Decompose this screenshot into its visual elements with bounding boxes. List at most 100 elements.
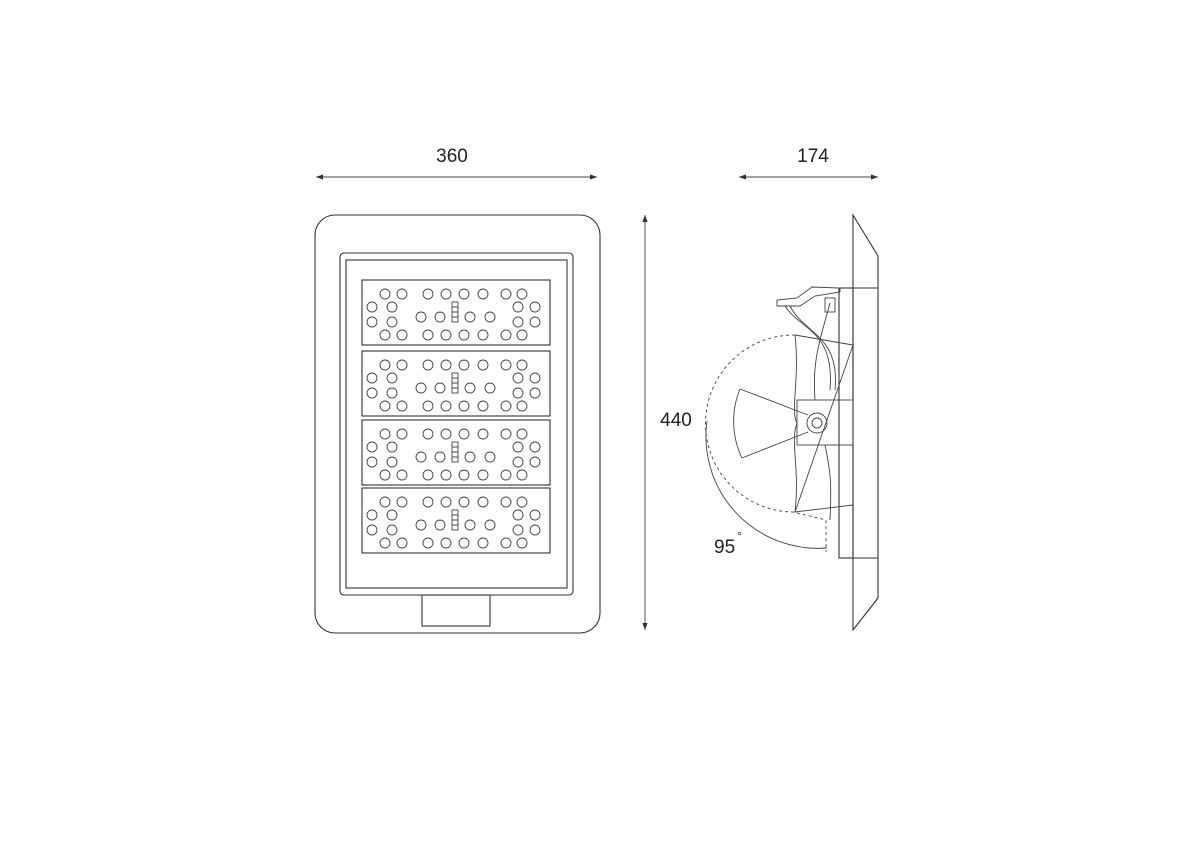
led-module bbox=[361, 350, 551, 417]
side-view: 95 ° bbox=[705, 213, 879, 632]
center-led-chip bbox=[451, 514, 459, 521]
led-lens bbox=[512, 387, 524, 399]
led-lens bbox=[415, 451, 427, 463]
led-lens bbox=[379, 537, 391, 549]
led-lens bbox=[386, 524, 398, 536]
led-lens bbox=[366, 524, 378, 536]
frame-outer bbox=[339, 252, 574, 596]
led-lens bbox=[415, 382, 427, 394]
led-lens bbox=[366, 301, 378, 313]
led-lens bbox=[529, 301, 541, 313]
led-lens bbox=[516, 288, 528, 300]
led-lens bbox=[440, 359, 452, 371]
led-lens bbox=[484, 382, 496, 394]
bracket-arm-bottom bbox=[824, 444, 832, 521]
led-lens bbox=[366, 316, 378, 328]
led-lens bbox=[458, 496, 470, 508]
height-label: 440 bbox=[660, 410, 692, 431]
cable bbox=[784, 305, 831, 391]
led-lens bbox=[440, 288, 452, 300]
led-lens bbox=[484, 451, 496, 463]
led-lens bbox=[484, 519, 496, 531]
led-lens bbox=[386, 301, 398, 313]
center-led-chip bbox=[451, 524, 459, 531]
hinge-pivot-inner bbox=[811, 417, 823, 429]
cable-clip bbox=[776, 286, 841, 307]
connector bbox=[824, 297, 836, 313]
led-lens bbox=[477, 537, 489, 549]
label-plate bbox=[421, 594, 491, 627]
led-lens bbox=[500, 400, 512, 412]
led-lens bbox=[366, 387, 378, 399]
led-lens bbox=[500, 288, 512, 300]
led-lens bbox=[477, 496, 489, 508]
tilt-angle-arc bbox=[705, 420, 828, 549]
led-lens bbox=[464, 519, 476, 531]
led-lens bbox=[477, 288, 489, 300]
led-lens bbox=[434, 382, 446, 394]
led-lens bbox=[440, 400, 452, 412]
led-lens bbox=[434, 519, 446, 531]
led-lens bbox=[529, 387, 541, 399]
led-lens bbox=[396, 288, 408, 300]
center-led-chip bbox=[451, 441, 459, 448]
led-lens bbox=[464, 382, 476, 394]
led-lens bbox=[396, 428, 408, 440]
led-lens bbox=[512, 441, 524, 453]
housing-outline bbox=[314, 214, 601, 634]
center-led-chip bbox=[451, 316, 459, 323]
led-lens bbox=[477, 400, 489, 412]
led-lens bbox=[386, 372, 398, 384]
led-lens bbox=[379, 496, 391, 508]
module-outline bbox=[361, 419, 551, 486]
led-lens bbox=[458, 469, 470, 481]
led-lens bbox=[386, 509, 398, 521]
led-lens bbox=[500, 469, 512, 481]
bracket-arm-top bbox=[813, 302, 831, 401]
led-lens bbox=[396, 329, 408, 341]
led-lens bbox=[529, 509, 541, 521]
led-lens bbox=[516, 329, 528, 341]
led-lens bbox=[529, 441, 541, 453]
center-led-chip bbox=[451, 456, 459, 463]
led-lens bbox=[434, 311, 446, 323]
led-lens bbox=[464, 311, 476, 323]
led-lens bbox=[529, 316, 541, 328]
led-lens bbox=[422, 496, 434, 508]
led-lens bbox=[386, 456, 398, 468]
module-outline bbox=[361, 279, 551, 346]
led-lens bbox=[366, 456, 378, 468]
led-lens bbox=[422, 400, 434, 412]
center-led-chip bbox=[451, 451, 459, 458]
led-modules bbox=[361, 279, 551, 554]
led-lens bbox=[396, 359, 408, 371]
lamp-body-edges bbox=[794, 334, 854, 513]
led-lens bbox=[386, 441, 398, 453]
led-lens bbox=[512, 456, 524, 468]
lamp-body bbox=[793, 334, 854, 513]
led-module bbox=[361, 419, 551, 486]
depth-dimension: 174 bbox=[739, 146, 878, 180]
led-lens bbox=[422, 359, 434, 371]
led-lens bbox=[440, 428, 452, 440]
led-lens bbox=[500, 428, 512, 440]
led-lens bbox=[440, 329, 452, 341]
led-lens bbox=[415, 311, 427, 323]
tilt-angle-label: 95 bbox=[714, 537, 735, 558]
led-lens bbox=[500, 329, 512, 341]
center-led-chip bbox=[451, 311, 459, 318]
center-led-chip bbox=[451, 377, 459, 384]
led-module bbox=[361, 279, 551, 346]
frame-inner bbox=[345, 259, 568, 589]
led-lens bbox=[477, 359, 489, 371]
led-lens bbox=[458, 400, 470, 412]
center-led-chip bbox=[451, 372, 459, 379]
led-lens bbox=[516, 469, 528, 481]
led-lens bbox=[458, 288, 470, 300]
module-outline bbox=[361, 487, 551, 554]
led-lens bbox=[422, 329, 434, 341]
led-lens bbox=[529, 524, 541, 536]
center-led-chip bbox=[451, 387, 459, 394]
led-lens bbox=[458, 537, 470, 549]
